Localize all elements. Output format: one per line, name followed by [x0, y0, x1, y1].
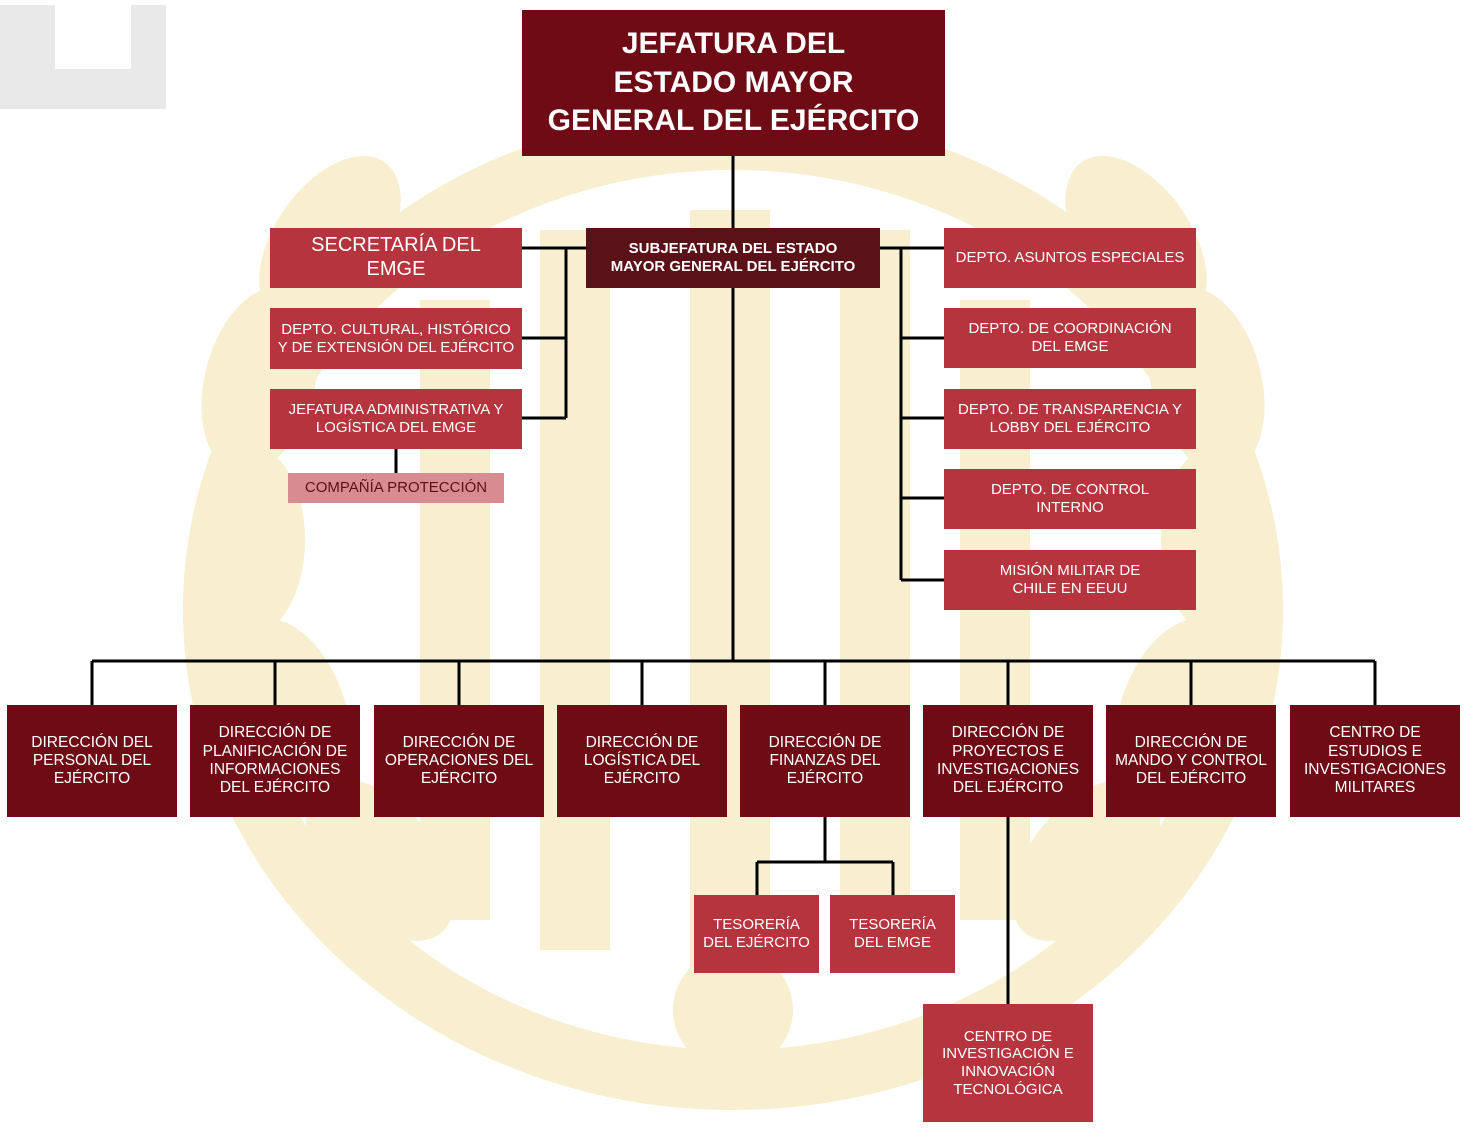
- tesoreria-emge-label: TESORERÍA DEL EMGE: [849, 916, 936, 951]
- mision-militar-box: MISIÓN MILITAR DE CHILE EN EEUU: [944, 550, 1196, 610]
- direccion-personal-label: DIRECCIÓN DEL PERSONAL DEL EJÉRCITO: [31, 733, 153, 788]
- mision-militar-label: MISIÓN MILITAR DE CHILE EN EEUU: [999, 562, 1141, 597]
- depto-control-interno-label: DEPTO. DE CONTROL INTERNO: [990, 481, 1150, 516]
- depto-transparencia-label: DEPTO. DE TRANSPARENCIA Y LOBBY DEL EJÉR…: [958, 401, 1182, 436]
- jefatura-emge-box: JEFATURA DEL ESTADO MAYOR GENERAL DEL EJ…: [522, 10, 945, 156]
- direccion-logistica-label: DIRECCIÓN DE LOGÍSTICA DEL EJÉRCITO: [583, 733, 701, 788]
- centro-investigacion-box: CENTRO DE INVESTIGACIÓN E INNOVACIÓN TEC…: [923, 1004, 1093, 1122]
- direccion-operaciones-label: DIRECCIÓN DE OPERACIONES DEL EJÉRCITO: [384, 733, 534, 788]
- depto-cultural-label: DEPTO. CULTURAL, HISTÓRICO Y DE EXTENSIÓ…: [277, 320, 515, 356]
- tesoreria-ejercito-label: TESORERÍA DEL EJÉRCITO: [703, 916, 810, 951]
- jefatura-emge-label: JEFATURA DEL ESTADO MAYOR GENERAL DEL EJ…: [547, 27, 920, 138]
- depto-asuntos-especiales-label: DEPTO. ASUNTOS ESPECIALES: [955, 249, 1185, 267]
- subjefatura-box: SUBJEFATURA DEL ESTADO MAYOR GENERAL DEL…: [586, 228, 880, 288]
- compania-proteccion-box: COMPAÑÍA PROTECCIÓN: [288, 473, 504, 503]
- direccion-finanzas-label: DIRECCIÓN DE FINANZAS DEL EJÉRCITO: [768, 733, 882, 788]
- direccion-personal-box: DIRECCIÓN DEL PERSONAL DEL EJÉRCITO: [7, 705, 177, 817]
- direccion-mando-control-box: DIRECCIÓN DE MANDO Y CONTROL DEL EJÉRCIT…: [1106, 705, 1276, 817]
- direccion-finanzas-box: DIRECCIÓN DE FINANZAS DEL EJÉRCITO: [740, 705, 910, 817]
- compania-proteccion-label: COMPAÑÍA PROTECCIÓN: [304, 479, 488, 497]
- depto-coordinacion-box: DEPTO. DE COORDINACIÓN DEL EMGE: [944, 308, 1196, 368]
- centro-estudios-box: CENTRO DE ESTUDIOS E INVESTIGACIONES MIL…: [1290, 705, 1460, 817]
- secretaria-label: SECRETARÍA DEL EMGE: [311, 234, 481, 280]
- depto-coordinacion-label: DEPTO. DE COORDINACIÓN DEL EMGE: [968, 320, 1172, 355]
- jefatura-administrativa-label: JEFATURA ADMINISTRATIVA Y LOGÍSTICA DEL …: [288, 401, 504, 436]
- depto-control-interno-box: DEPTO. DE CONTROL INTERNO: [944, 469, 1196, 529]
- centro-estudios-label: CENTRO DE ESTUDIOS E INVESTIGACIONES MIL…: [1303, 724, 1447, 797]
- direccion-planificacion-label: DIRECCIÓN DE PLANIFICACIÓN DE INFORMACIO…: [202, 724, 348, 797]
- depto-asuntos-especiales-box: DEPTO. ASUNTOS ESPECIALES: [944, 228, 1196, 288]
- direccion-mando-control-label: DIRECCIÓN DE MANDO Y CONTROL DEL EJÉRCIT…: [1115, 733, 1267, 788]
- direccion-logistica-box: DIRECCIÓN DE LOGÍSTICA DEL EJÉRCITO: [557, 705, 727, 817]
- jefatura-administrativa-box: JEFATURA ADMINISTRATIVA Y LOGÍSTICA DEL …: [270, 389, 522, 449]
- direccion-proyectos-box: DIRECCIÓN DE PROYECTOS E INVESTIGACIONES…: [923, 705, 1093, 817]
- secretaria-box: SECRETARÍA DEL EMGE: [270, 228, 522, 288]
- direccion-operaciones-box: DIRECCIÓN DE OPERACIONES DEL EJÉRCITO: [374, 705, 544, 817]
- direccion-proyectos-label: DIRECCIÓN DE PROYECTOS E INVESTIGACIONES…: [936, 724, 1080, 797]
- depto-transparencia-box: DEPTO. DE TRANSPARENCIA Y LOBBY DEL EJÉR…: [944, 389, 1196, 449]
- depto-cultural-box: DEPTO. CULTURAL, HISTÓRICO Y DE EXTENSIÓ…: [270, 308, 522, 369]
- tesoreria-ejercito-box: TESORERÍA DEL EJÉRCITO: [694, 895, 819, 973]
- direccion-planificacion-box: DIRECCIÓN DE PLANIFICACIÓN DE INFORMACIO…: [190, 705, 360, 817]
- subjefatura-label: SUBJEFATURA DEL ESTADO MAYOR GENERAL DEL…: [610, 240, 856, 275]
- tesoreria-emge-box: TESORERÍA DEL EMGE: [830, 895, 955, 973]
- centro-investigacion-label: CENTRO DE INVESTIGACIÓN E INNOVACIÓN TEC…: [942, 1027, 1074, 1098]
